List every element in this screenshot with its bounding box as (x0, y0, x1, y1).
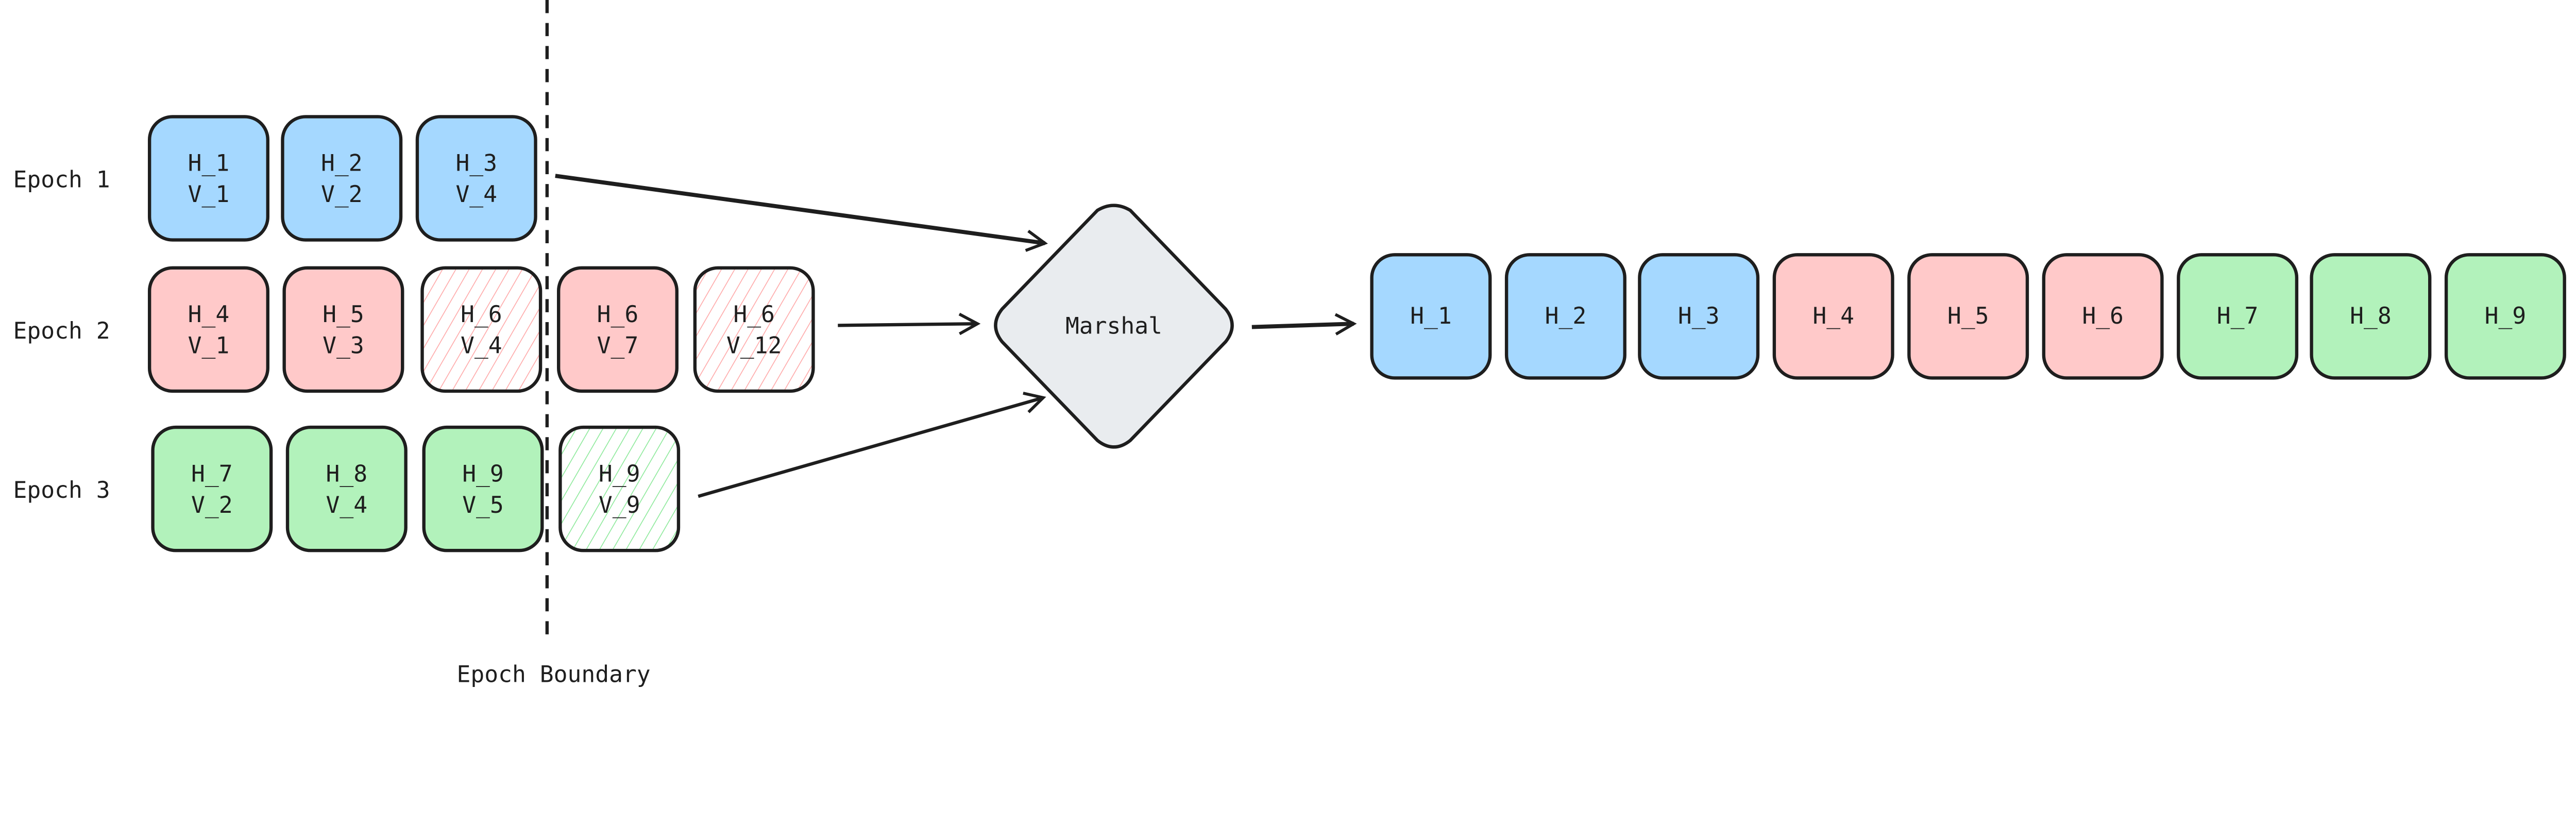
block-h-label: H_4 (188, 301, 230, 328)
block-h-label: H_3 (455, 150, 497, 177)
output-block-label: H_9 (2485, 303, 2527, 329)
output-block-rect (1907, 253, 2029, 380)
epoch-row: Epoch 2H_4V_1H_5V_3H_6V_4H_6V_7H_6V_12 (13, 266, 815, 393)
output-block-rect (2444, 253, 2566, 380)
block-v-label: V_4 (461, 332, 502, 359)
block-rect (151, 425, 273, 552)
output-block-rect (1772, 253, 1894, 380)
block-h-label: H_9 (599, 460, 640, 487)
output-block-label: H_1 (1410, 303, 1452, 329)
epoch-label: Epoch 1 (13, 166, 110, 193)
output-block-label: H_8 (2350, 303, 2392, 329)
block: H_9V_5 (422, 425, 544, 552)
output-block: H_8 (2310, 253, 2432, 380)
epoch-row: Epoch 1H_1V_1H_2V_2H_3V_4 (13, 115, 537, 242)
block: H_4V_1 (147, 266, 269, 393)
block-rect (147, 266, 269, 393)
output-sequence: H_1 H_2 H_3 H_4 H_5 H_6 H_7 H_8 H_9 (1370, 253, 2566, 380)
marshal-label: Marshal (1065, 312, 1162, 339)
block-v-label: V_3 (323, 332, 364, 359)
output-block: H_9 (2444, 253, 2566, 380)
output-block-label: H_7 (2217, 303, 2259, 329)
output-block: H_2 (1504, 253, 1626, 380)
block-h-label: H_2 (321, 150, 363, 177)
block-v-label: V_7 (597, 332, 639, 359)
arrow-epoch3-to-marshal (698, 392, 1046, 498)
block-rect (147, 115, 269, 242)
block: H_5V_3 (282, 266, 404, 393)
block-rect (420, 266, 543, 393)
output-block-rect (1504, 253, 1626, 380)
block-v-label: V_2 (191, 492, 233, 518)
output-block-label: H_2 (1545, 303, 1587, 329)
block: H_8V_4 (285, 425, 408, 552)
arrow-marshal-to-output (1251, 313, 1357, 335)
block-h-label: H_6 (597, 301, 639, 328)
output-block: H_5 (1907, 253, 2029, 380)
block-v-label: V_9 (599, 492, 640, 518)
block-v-label: V_5 (462, 492, 504, 518)
block-v-label: V_4 (326, 492, 368, 518)
output-block: H_7 (2177, 253, 2299, 380)
output-block-rect (2042, 253, 2164, 380)
block-h-label: H_6 (733, 301, 775, 328)
output-block: H_1 (1370, 253, 1492, 380)
epoch-row: Epoch 3H_7V_2H_8V_4H_9V_5H_9V_9 (13, 425, 681, 552)
block: H_7V_2 (151, 425, 273, 552)
block-h-label: H_7 (191, 460, 233, 487)
block-h-label: H_6 (461, 301, 502, 328)
output-block: H_4 (1772, 253, 1894, 380)
block-rect (415, 115, 537, 242)
block-rect (285, 425, 408, 552)
block-v-label: V_2 (321, 181, 363, 208)
block-rect (282, 266, 404, 393)
block-rect (558, 425, 681, 552)
output-block: H_3 (1638, 253, 1760, 380)
block-v-label: V_1 (188, 332, 230, 359)
block-hatched: H_6V_4 (420, 266, 543, 393)
block-v-label: V_12 (726, 332, 782, 359)
block-h-label: H_9 (462, 460, 504, 487)
output-block-rect (2310, 253, 2432, 380)
block-hatched: H_9V_9 (558, 425, 681, 552)
output-block-label: H_3 (1678, 303, 1720, 329)
arrows (555, 174, 1357, 498)
block: H_6V_7 (556, 266, 679, 393)
arrow-epoch1-to-marshal (555, 174, 1048, 252)
block: H_2V_2 (281, 115, 403, 242)
block-v-label: V_1 (188, 181, 230, 208)
epoch-boundary-label: Epoch Boundary (457, 661, 651, 687)
output-block-rect (2177, 253, 2299, 380)
block-rect (422, 425, 544, 552)
block: H_3V_4 (415, 115, 537, 242)
block-rect (556, 266, 679, 393)
output-block-rect (1638, 253, 1760, 380)
arrow-epoch2-to-marshal (838, 312, 981, 335)
block-h-label: H_8 (326, 460, 368, 487)
output-block-rect (1370, 253, 1492, 380)
output-block: H_6 (2042, 253, 2164, 380)
output-block-label: H_5 (1947, 303, 1989, 329)
output-block-label: H_6 (2082, 303, 2124, 329)
marshal-diamond (994, 204, 1234, 449)
block-h-label: H_5 (323, 301, 364, 328)
block-rect (281, 115, 403, 242)
block-hatched: H_6V_12 (693, 266, 815, 393)
block-v-label: V_4 (455, 181, 497, 208)
block-rect (693, 266, 815, 393)
epoch-label: Epoch 2 (13, 317, 110, 344)
block-h-label: H_1 (188, 150, 230, 177)
epoch-label: Epoch 3 (13, 477, 110, 504)
block: H_1V_1 (147, 115, 269, 242)
output-block-label: H_4 (1812, 303, 1854, 329)
